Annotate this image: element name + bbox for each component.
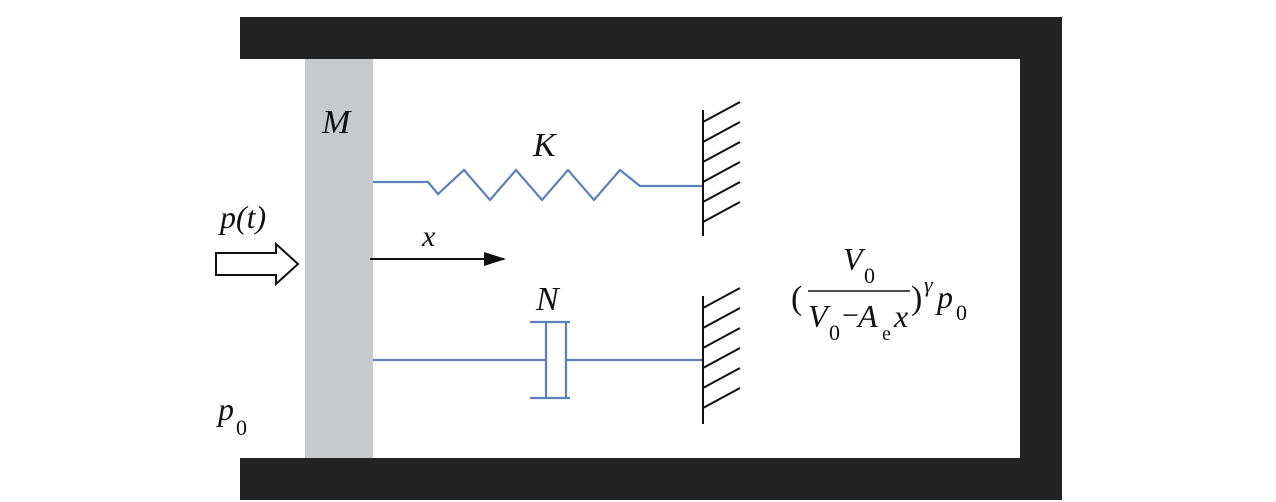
- input-pressure-arrow-icon: [215, 241, 300, 287]
- ambient-pressure-label: p 0: [216, 391, 247, 440]
- svg-text:p: p: [935, 279, 953, 315]
- displacement-label: x: [421, 220, 436, 253]
- spring-label: K: [532, 127, 558, 164]
- svg-text:γ: γ: [924, 272, 934, 297]
- svg-text:p: p: [216, 391, 234, 427]
- input-pressure-label: p(t): [218, 199, 266, 235]
- damper-label: N: [535, 281, 561, 318]
- gas-pressure-formula: ( V 0 V 0 − A e x ) γ p 0: [791, 241, 967, 345]
- spring: [373, 168, 702, 202]
- svg-text:V: V: [843, 241, 866, 277]
- svg-text:−: −: [842, 299, 859, 332]
- svg-text:): ): [911, 280, 922, 317]
- damper-ground-icon: [702, 287, 741, 424]
- mass-label: M: [321, 104, 352, 141]
- spring-ground-icon: [702, 101, 741, 236]
- svg-text:A: A: [856, 298, 878, 334]
- svg-text:V: V: [808, 298, 831, 334]
- right-wall: [1020, 17, 1062, 500]
- svg-text:0: 0: [829, 320, 840, 345]
- bottom-wall: [240, 458, 1062, 500]
- svg-text:0: 0: [236, 415, 247, 440]
- top-wall: [240, 17, 1062, 59]
- damper: [373, 320, 702, 400]
- svg-text:0: 0: [956, 300, 967, 325]
- svg-text:(: (: [791, 280, 802, 317]
- svg-text:x: x: [893, 298, 908, 334]
- svg-text:e: e: [882, 323, 891, 345]
- mass-block: [305, 59, 373, 458]
- svg-text:0: 0: [864, 263, 875, 288]
